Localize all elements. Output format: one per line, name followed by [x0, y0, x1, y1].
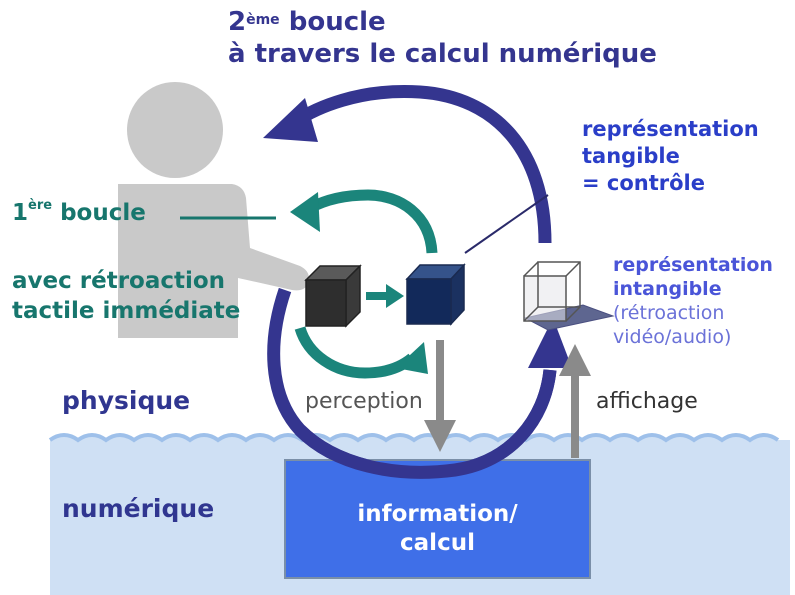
perception-label: perception — [305, 389, 423, 414]
water-wave-line — [48, 433, 780, 443]
person-body — [118, 184, 309, 338]
information-calcul-box — [284, 459, 591, 579]
first-loop-label: 1ère boucle — [12, 198, 146, 226]
second-loop-title: 2ème boucle à travers le calcul numériqu… — [228, 7, 657, 69]
first-loop-arrowhead-bottom — [396, 342, 428, 374]
second-loop-arrow-bottom-overlay — [295, 369, 557, 479]
tangible-cube — [405, 263, 466, 326]
first-loop-arrow-top — [307, 189, 438, 254]
first-loop-arrow-bottom — [294, 326, 416, 379]
intangible-cube — [523, 261, 615, 331]
person-silhouette — [118, 82, 309, 338]
information-calcul-text: information/ calcul — [357, 501, 518, 556]
second-loop-arrowhead-top — [263, 98, 318, 142]
tactile-feedback-label: avec rétroaction tactile immédiate — [12, 268, 241, 324]
dark-cube — [304, 264, 362, 328]
display-label: affichage — [596, 389, 698, 414]
tangible-representation-label: représentation tangible = contrôle — [582, 117, 759, 195]
second-loop-arrow-top — [291, 84, 552, 244]
first-loop-arrowhead-top — [290, 192, 320, 232]
person-head — [127, 82, 223, 178]
digital-layer-label: numérique — [62, 494, 215, 523]
physical-layer-label: physique — [62, 386, 191, 415]
cube-link-arrowhead — [386, 284, 404, 308]
tangible-connector-line — [464, 194, 549, 254]
intangible-representation-label: représentation intangible (rétroaction v… — [613, 254, 773, 348]
